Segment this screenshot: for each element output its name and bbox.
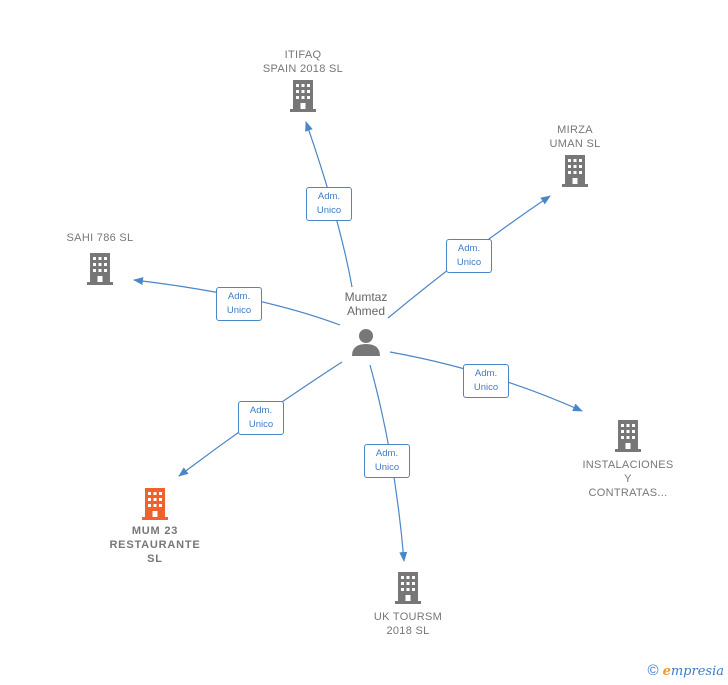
edge-label-line2: Unico bbox=[248, 419, 274, 430]
building-icon bbox=[290, 80, 316, 112]
building-icon bbox=[87, 253, 113, 285]
edge-label-line1: Adm. bbox=[474, 368, 498, 379]
company-label: ITIFAQ SPAIN 2018 SL bbox=[262, 49, 344, 75]
edge-label-sahi: Adm. Unico bbox=[216, 287, 262, 321]
edge-label-line1: Adm. bbox=[457, 243, 481, 254]
company-label: MIRZA UMAN SL bbox=[549, 124, 601, 150]
edge-label-line2: Unico bbox=[316, 205, 342, 216]
company-node-instalaciones[interactable]: INSTALACIONES Y CONTRATAS... bbox=[563, 416, 693, 500]
edge-label-uktoursm: Adm. Unico bbox=[364, 444, 410, 478]
company-node-uktoursm[interactable]: UK TOURSM 2018 SL bbox=[343, 568, 473, 638]
person-node-center[interactable]: Mumtaz Ahmed bbox=[316, 290, 416, 356]
company-node-mum23[interactable]: MUM 23 RESTAURANTE SL bbox=[90, 484, 220, 566]
edge-label-line2: Unico bbox=[473, 382, 499, 393]
edge-label-line1: Adm. bbox=[375, 448, 399, 459]
company-node-itifaq[interactable]: ITIFAQ SPAIN 2018 SL bbox=[238, 48, 368, 114]
footer-brand: ©empresia bbox=[648, 662, 724, 679]
company-label: INSTALACIONES Y CONTRATAS... bbox=[582, 459, 674, 499]
building-icon bbox=[615, 420, 641, 452]
edge-label-line2: Unico bbox=[226, 305, 252, 316]
brand-logo-e: e bbox=[662, 664, 671, 679]
company-node-mirza[interactable]: MIRZA UMAN SL bbox=[510, 123, 640, 189]
edge-label-mirza: Adm. Unico bbox=[446, 239, 492, 273]
edge-label-instalaciones: Adm. Unico bbox=[463, 364, 509, 398]
edge-label-line1: Adm. bbox=[227, 291, 251, 302]
person-icon bbox=[352, 329, 380, 356]
building-icon bbox=[142, 488, 168, 520]
company-label: UK TOURSM 2018 SL bbox=[373, 611, 443, 637]
building-icon bbox=[562, 155, 588, 187]
company-label: MUM 23 RESTAURANTE SL bbox=[109, 525, 201, 565]
building-icon bbox=[395, 572, 421, 604]
person-label: Mumtaz Ahmed bbox=[344, 290, 388, 318]
edge-label-line2: Unico bbox=[374, 462, 400, 473]
copyright-symbol: © bbox=[647, 662, 659, 679]
brand-name: mpresia bbox=[670, 664, 724, 679]
edge-label-line2: Unico bbox=[456, 257, 482, 268]
edge-label-itifaq: Adm. Unico bbox=[306, 187, 352, 221]
company-label: SAHI 786 SL bbox=[66, 232, 134, 244]
edge-label-line1: Adm. bbox=[249, 405, 273, 416]
company-node-sahi[interactable]: SAHI 786 SL bbox=[35, 231, 165, 287]
edge-label-mum23: Adm. Unico bbox=[238, 401, 284, 435]
edge-label-line1: Adm. bbox=[317, 191, 341, 202]
